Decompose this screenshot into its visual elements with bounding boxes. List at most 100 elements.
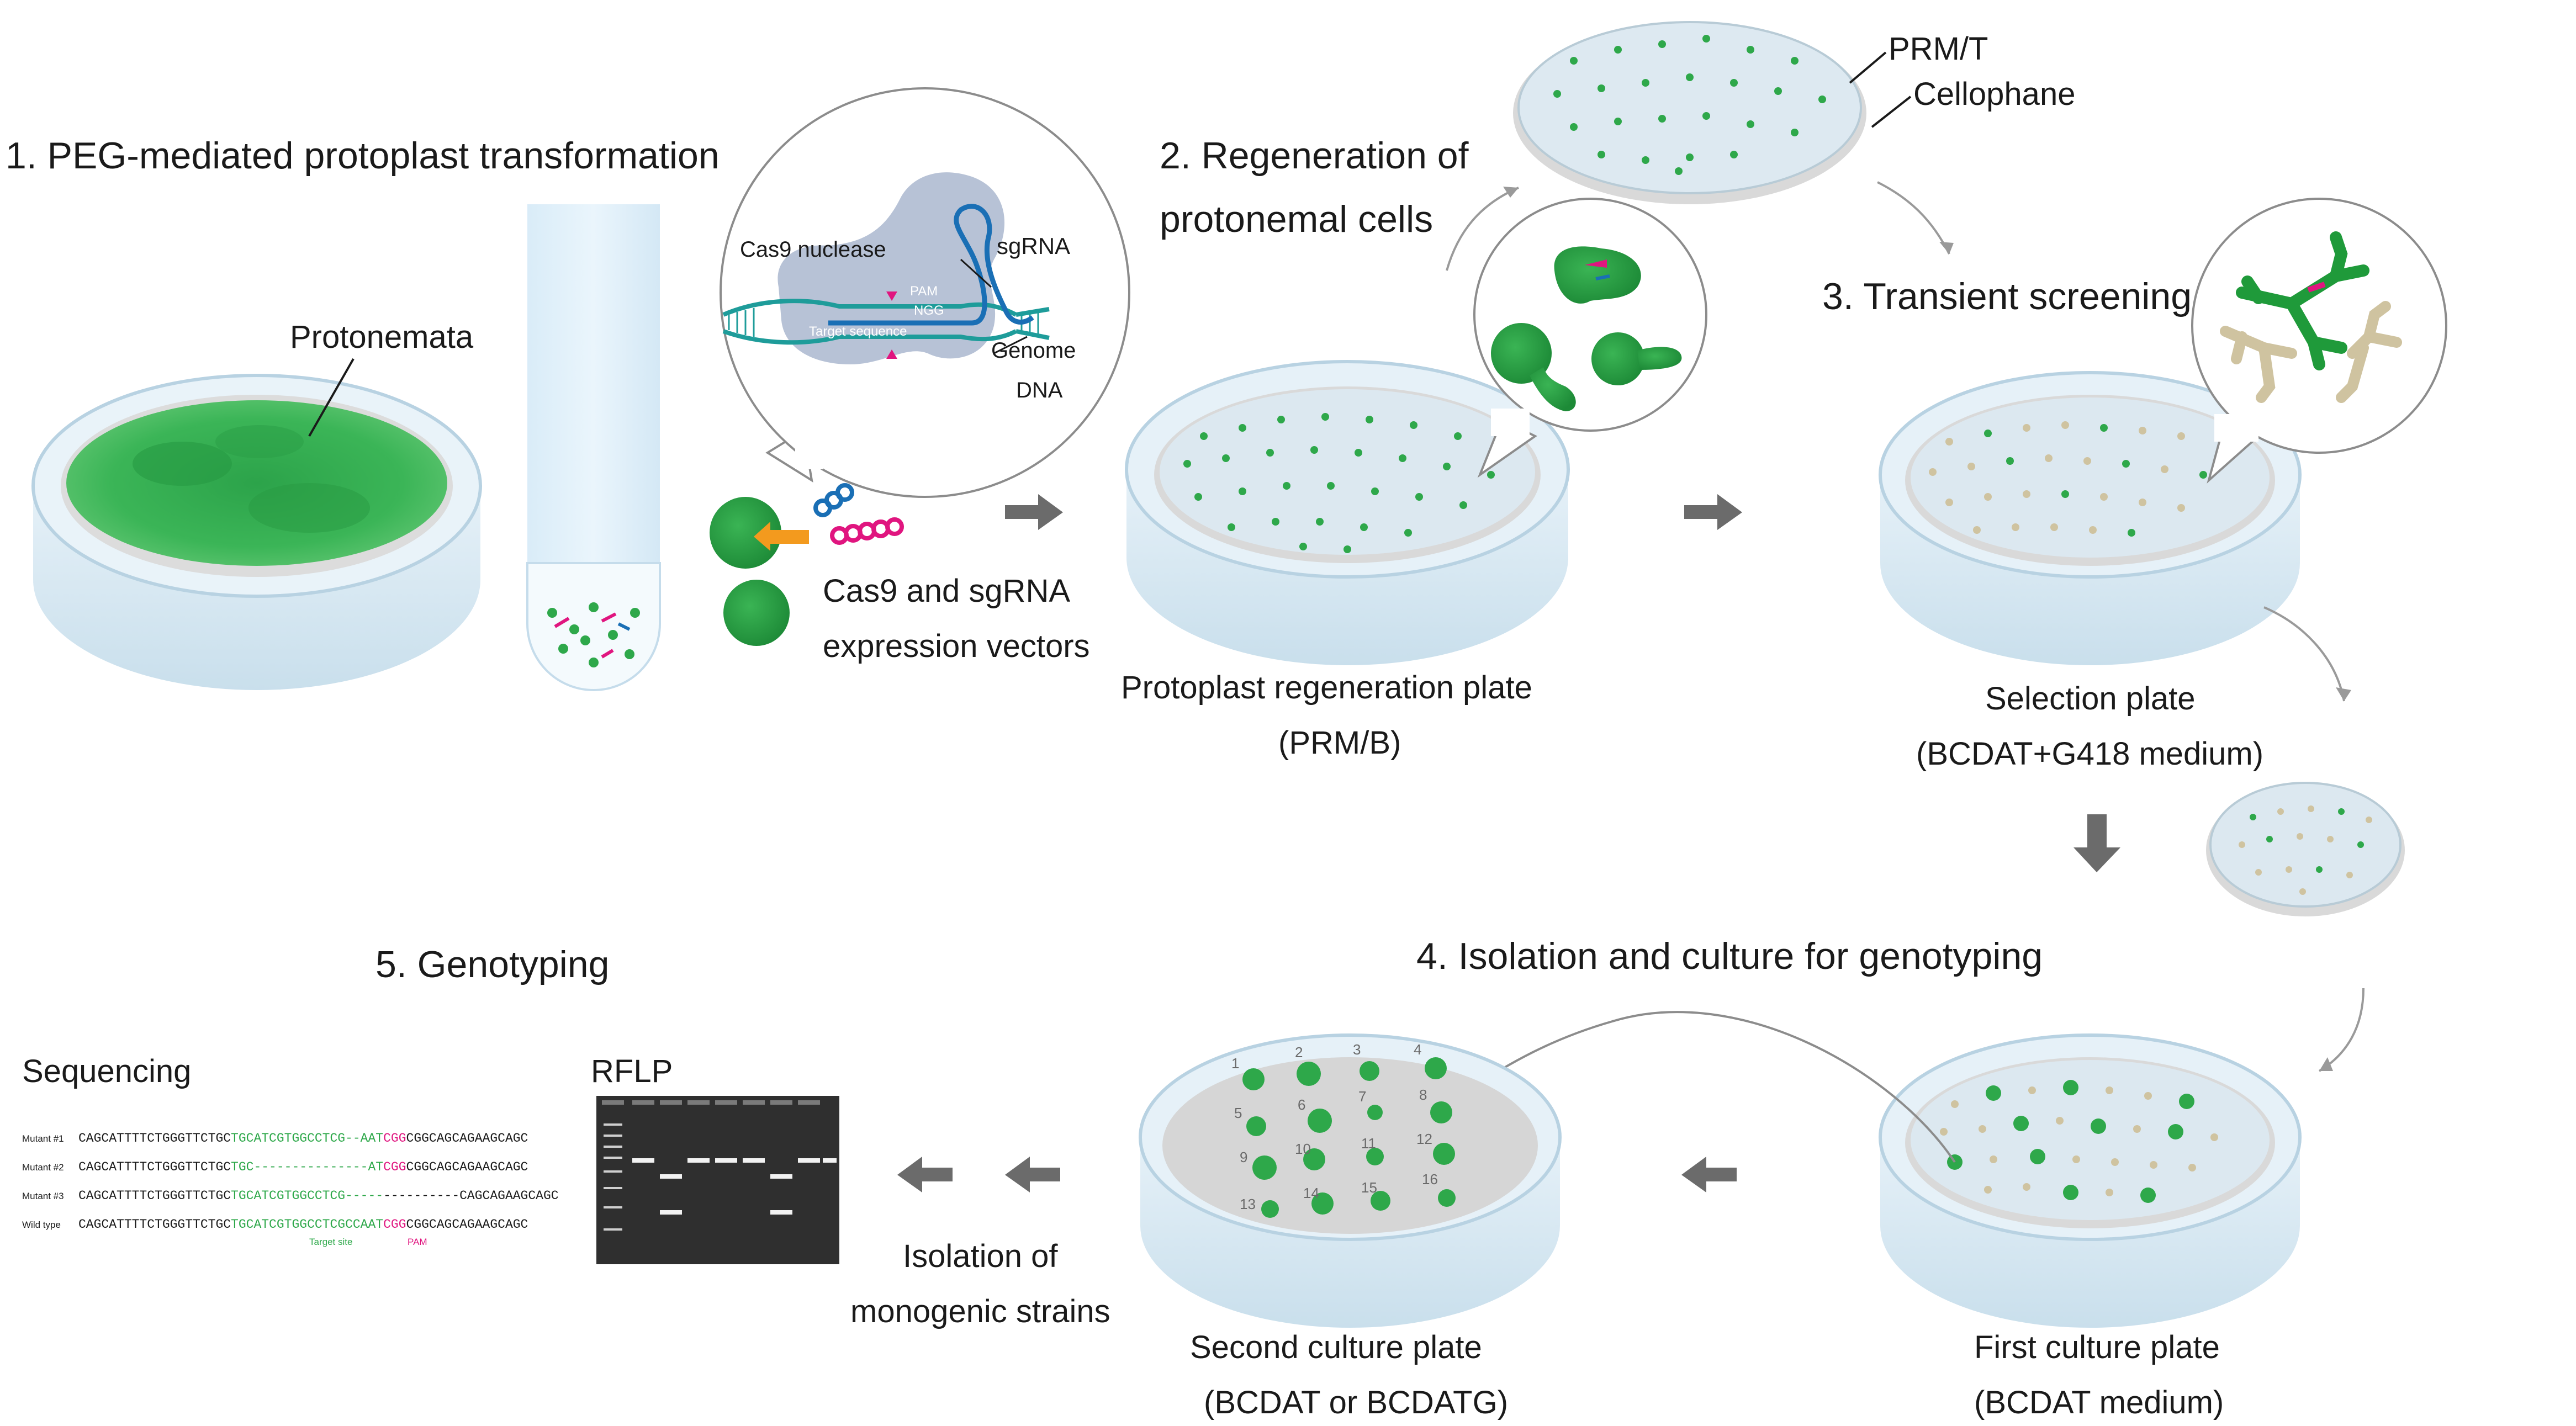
sequence-row: Mutant #2 CAGCATTTTCTGGGTTCTGCTGC-------… [22, 1160, 528, 1174]
first-plate-colonies [1940, 1080, 2218, 1203]
step2-title-line1: 2. Regeneration of [1160, 135, 1469, 177]
step2-title-line2: protonemal cells [1160, 198, 1433, 240]
seq-suffix: -------CAGCAGAAGCAGC [406, 1189, 559, 1203]
colony-numbers: 1 2 3 4 5 6 7 8 9 10 11 12 13 14 15 16 [1231, 1041, 1438, 1212]
curved-arrow-to-first-plate [2318, 988, 2365, 1072]
sequence-name: Mutant #1 [22, 1133, 64, 1144]
dna-label: DNA [1016, 378, 1063, 402]
dna-rungs [728, 308, 1039, 337]
vectors-label-line2: expression vectors [823, 628, 1090, 664]
colony-number: 10 [1295, 1141, 1311, 1157]
cas9-magnifier [720, 87, 1130, 498]
seq-pam: CGG [383, 1160, 406, 1174]
genome-pointer [993, 336, 1028, 354]
rflp-gel [596, 1096, 839, 1264]
regeneration-plate [1125, 360, 1570, 665]
cellophane-pointer [1871, 96, 1912, 128]
sequence-alignment: Mutant #1 CAGCATTTTCTGGGTTCTGCTGCATCGTGG… [22, 1131, 559, 1247]
curved-arrow-from-prmt [1877, 181, 1950, 255]
regeneration-colonies [1183, 413, 1495, 553]
genome-dna-strands [722, 299, 1050, 345]
colony-number: 2 [1295, 1044, 1303, 1061]
colony-number: 6 [1298, 1096, 1305, 1113]
pam-label: PAM [910, 284, 938, 299]
regen-plate-label-line2: (PRM/B) [1278, 725, 1401, 761]
protonemata-dish [31, 374, 482, 690]
colony-number: 4 [1414, 1041, 1421, 1058]
prmt-pointer [1849, 51, 1887, 84]
colony-number: 16 [1422, 1171, 1438, 1188]
cut-site-top [886, 291, 897, 301]
genome-label: Genome [991, 338, 1076, 363]
curved-arrow-to-cellophane [2263, 606, 2345, 702]
selection-label-line2: (BCDAT+G418 medium) [1916, 736, 2263, 772]
sequence-row: Mutant #1 CAGCATTTTCTGGGTTCTGCTGCATCGTGG… [22, 1131, 528, 1146]
sequence-name: Wild type [22, 1220, 61, 1230]
svg-text:CAGCATTTTCTGGGTTCTGCTGCATCGTGG: CAGCATTTTCTGGGTTCTGCTGCATCGTGGCCTCG-----… [78, 1189, 559, 1203]
step5-title: 5. Genotyping [375, 943, 609, 985]
second-plate-label-line1: Second culture plate [1190, 1329, 1482, 1365]
curved-arrow-to-prmt [1446, 187, 1519, 271]
seq-pam: --- [383, 1189, 406, 1203]
protonemata-pointer [308, 358, 355, 437]
regeneration-magnifier [1473, 198, 1707, 478]
seq-suffix: CGGCAGCAGAAGCAGC [406, 1217, 528, 1232]
seq-prefix: CAGCATTTTCTGGGTTCTGC [78, 1160, 231, 1174]
sgrna-pointer [960, 258, 992, 288]
ladder-bands [604, 1123, 622, 1231]
ngg-label: NGG [914, 303, 944, 318]
colony-number: 7 [1358, 1088, 1366, 1105]
first-plate-label-line1: First culture plate [1974, 1329, 2220, 1365]
sequence-row: Wild type CAGCATTTTCTGGGTTCTGCTGCATCGTGG… [22, 1217, 528, 1232]
protoplast-with-vectors [710, 483, 904, 646]
second-plate-label-line2: (BCDAT or BCDATG) [1204, 1385, 1508, 1420]
sequencing-label: Sequencing [22, 1053, 191, 1089]
prmt-colonies [1553, 35, 1826, 175]
sgrna-label: sgRNA [997, 233, 1070, 259]
gel-wells [602, 1100, 820, 1105]
dead-protonema [2220, 301, 2402, 403]
first-culture-plate [1879, 1033, 2302, 1328]
second-culture-plate: 1 2 3 4 5 6 7 8 9 10 11 12 13 14 15 16 [1139, 1033, 1562, 1328]
first-plate-label-line2: (BCDAT medium) [1974, 1385, 2224, 1420]
regen-plate-label-line1: Protoplast regeneration plate [1121, 670, 1532, 706]
colony-number: 11 [1361, 1135, 1376, 1152]
seq-pam: CGG [383, 1131, 406, 1146]
colony-number: 1 [1231, 1055, 1239, 1072]
cas9-vector [830, 517, 904, 545]
selection-magnifier [2191, 198, 2447, 484]
protoplasts-in-tube [547, 602, 640, 667]
arrow-2-to-3 [1684, 494, 1742, 530]
colony-number: 15 [1361, 1179, 1377, 1196]
svg-text:CAGCATTTTCTGGGTTCTGCTGCATCGTGG: CAGCATTTTCTGGGTTCTGCTGCATCGTGGCCTCG--AAT… [78, 1131, 528, 1146]
vectors-label-line1: Cas9 and sgRNA [823, 573, 1070, 609]
arrow-second-to-isolation [1005, 1157, 1060, 1192]
colony-number: 13 [1240, 1196, 1256, 1212]
cellophane-label: Cellophane [1913, 76, 2075, 112]
rflp-label: RFLP [591, 1053, 673, 1089]
seq-target: TGCATCGTGGCCTCG--AAT [231, 1131, 383, 1146]
step4-title: 4. Isolation and culture for genotyping [1416, 935, 2043, 977]
cas9-protein [777, 172, 1005, 364]
prmt-cellophane-plate [1513, 21, 1866, 204]
seq-pam: CGG [383, 1217, 406, 1232]
cas9-nuclease-label: Cas9 nuclease [740, 237, 886, 262]
seq-target: TGCATCGTGGCCTCGCCAAT [231, 1217, 383, 1232]
isolation-label-line2: monogenic strains [850, 1294, 1110, 1329]
sgrna-vector [813, 483, 854, 517]
sgrna-strand [828, 204, 1034, 326]
seq-suffix: CGGCAGCAGAAGCAGC [406, 1131, 528, 1146]
sequence-row: Mutant #3 CAGCATTTTCTGGGTTCTGCTGCATCGTGG… [22, 1189, 559, 1203]
colony-number: 3 [1353, 1041, 1361, 1058]
seq-target: TGC---------------AT [231, 1160, 383, 1174]
seq-target: TGCATCGTGGCCTCG----- [231, 1189, 383, 1203]
colony-number: 12 [1416, 1131, 1432, 1147]
step1-title: 1. PEG-mediated protoplast transformatio… [6, 135, 720, 177]
isolation-label-line1: Isolation of [903, 1238, 1058, 1274]
pam-small-label: PAM [408, 1237, 427, 1247]
seq-prefix: CAGCATTTTCTGGGTTCTGC [78, 1189, 231, 1203]
seq-suffix: CGGCAGCAGAAGCAGC [406, 1160, 528, 1174]
seq-prefix: CAGCATTTTCTGGGTTCTGC [78, 1131, 231, 1146]
vectors-in-tube [554, 612, 631, 659]
